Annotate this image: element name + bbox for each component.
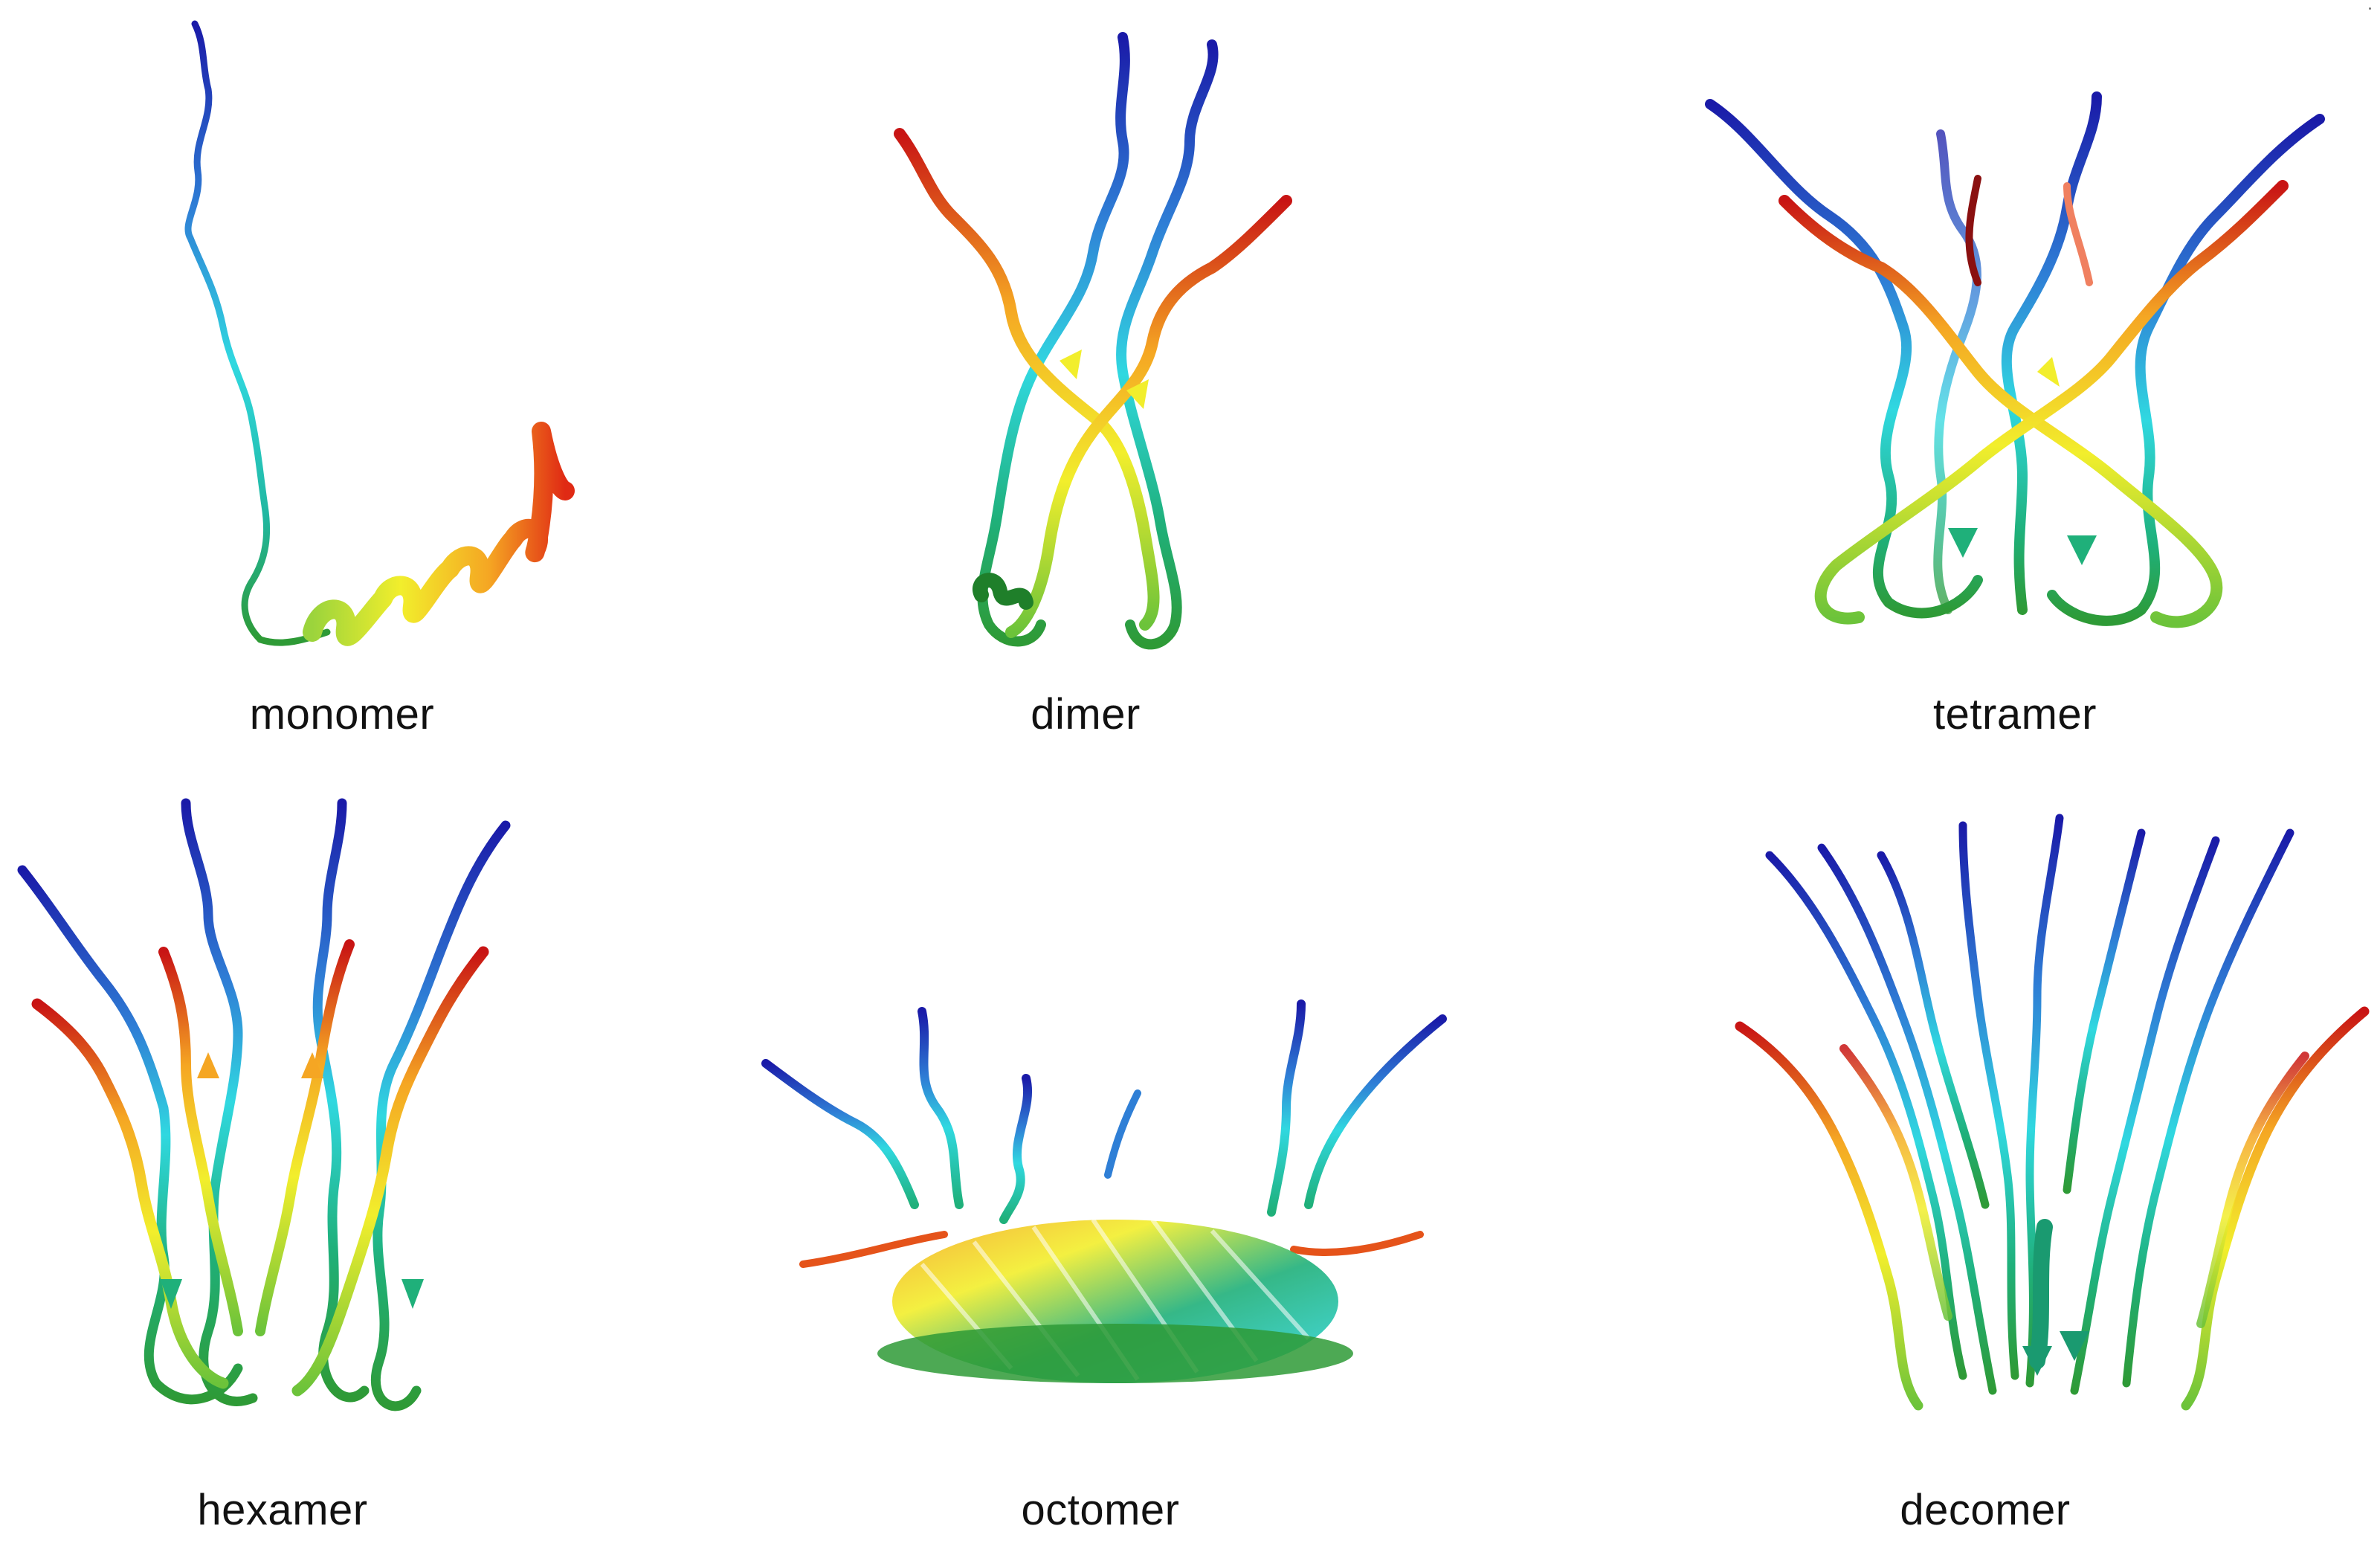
tetramer-label: tetramer	[1933, 690, 2097, 738]
dimer-label: dimer	[1031, 690, 1141, 738]
octomer-ribbon-drawing	[761, 999, 1447, 1383]
panel-octomer: octomer	[761, 997, 1450, 1554]
decomer-ribbon-drawing	[1735, 814, 2370, 1411]
octomer-label: octomer	[1021, 1486, 1180, 1534]
monomer-ribbon-drawing	[184, 20, 575, 646]
panel-monomer: monomer	[134, 15, 575, 759]
dimer-ribbon-drawing	[894, 32, 1292, 650]
panel-tetramer: tetramer	[1695, 89, 2335, 759]
panel-hexamer: hexamer	[15, 796, 535, 1554]
decomer-label: decomer	[1900, 1486, 2071, 1534]
tetramer-ribbon-drawing	[1705, 91, 2325, 628]
panel-dimer: dimer	[877, 30, 1294, 759]
panel-decomer: decomer	[1725, 811, 2379, 1554]
hexamer-label: hexamer	[197, 1486, 368, 1534]
corner-mark	[2369, 7, 2371, 10]
monomer-label: monomer	[249, 690, 435, 738]
hexamer-ribbon-drawing	[17, 798, 511, 1411]
